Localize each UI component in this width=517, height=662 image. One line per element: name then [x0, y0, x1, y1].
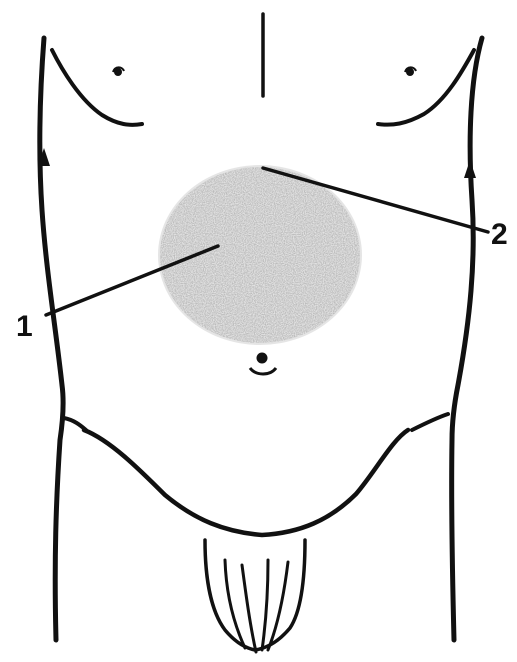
- genital-inner-mid: [242, 565, 256, 652]
- genital-inner-far: [268, 562, 288, 650]
- right-arrow-icon: [464, 160, 476, 178]
- inguinal-accent-right: [412, 414, 448, 430]
- left-chest-curve: [52, 50, 142, 125]
- genital-outline: [205, 540, 305, 650]
- shaded-region: [158, 165, 362, 345]
- right-chest-curve: [378, 50, 474, 125]
- label-2: 2: [491, 220, 508, 250]
- left-nipple-icon: [113, 67, 124, 76]
- navel-icon: [250, 353, 276, 375]
- right-nipple-icon: [405, 67, 416, 76]
- inguinal-accent-left: [64, 418, 86, 430]
- inguinal-curve: [84, 430, 408, 535]
- right-torso-outline: [452, 38, 482, 640]
- label-1: 1: [16, 312, 33, 342]
- left-torso-outline: [40, 38, 63, 640]
- genital-inner-right: [262, 560, 268, 650]
